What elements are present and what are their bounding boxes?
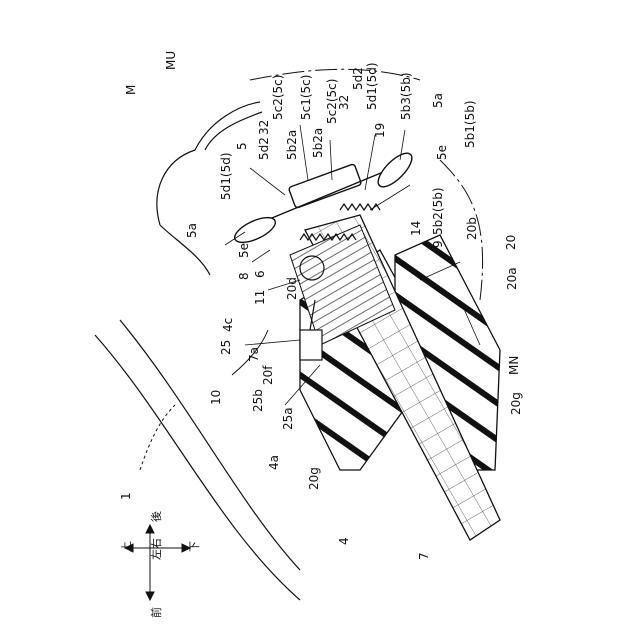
end-piece-5a-right [373,148,417,192]
label-25a: 25a [281,407,295,430]
label-20g-right: 20g [509,392,523,415]
label-6: 6 [253,270,267,278]
label-5d2-right: 5d2 [351,67,365,90]
direction-down: 下 [188,541,201,552]
label-5b2a-left: 5b2a [285,130,299,160]
label-5c2-left: 5c2(5c) [271,75,285,120]
label-20f: 20f [261,365,275,385]
label-8: 8 [237,272,251,280]
label-11: 11 [253,290,267,305]
label-5e-right: 5e [435,145,449,160]
label-4: 4 [337,537,351,545]
label-10: 10 [209,390,223,405]
label-5b3: 5b3(5b) [399,72,413,120]
label-20d: 20d [285,277,299,300]
label-5d1-right: 5d1(5d) [365,62,379,110]
arrow-1 [140,405,175,470]
label-4c: 4c [221,318,235,332]
label-20b: 20b [465,217,479,240]
label-5: 5 [235,142,249,150]
label-5b2: 5b2(5b) [431,187,445,235]
direction-rear: 後 [149,511,163,522]
label-25: 25 [219,340,233,355]
label-5d1-left: 5d1(5d) [219,152,233,200]
label-5a-right: 5a [431,93,445,108]
label-7: 7 [417,552,431,560]
label-19: 19 [373,123,387,138]
spring-coil-5c [340,204,380,210]
label-M: M [124,85,138,95]
label-1: 1 [119,492,133,500]
label-5c1: 5c1(5c) [299,75,313,120]
direction-front: 前 [149,607,163,618]
label-5b2a-right: 5b2a [311,128,325,158]
label-5d2-left: 5d2 [257,137,271,160]
label-20g-left: 20g [307,467,321,490]
label-14: 14 [409,221,423,236]
knob-11 [300,256,324,280]
label-25b: 25b [251,389,265,412]
direction-indicator [125,525,190,600]
label-9: 9 [431,240,445,248]
label-5b1: 5b1(5b) [463,100,477,148]
label-20: 20 [504,235,518,250]
end-piece-5a-left [231,213,278,248]
direction-up: 上 [120,541,133,552]
adjuster-25 [300,330,322,360]
label-5a-left: 5a [185,223,199,238]
label-5e-left: 5e [237,243,251,258]
label-MU: MU [164,51,178,70]
direction-left-right: 左右 [149,538,163,560]
label-32-right: 32 [337,95,351,110]
label-MN: MN [507,356,521,375]
label-20a: 20a [505,267,519,290]
label-7a: 7a [247,347,261,362]
direction-labels: 上 下 前 後 左右 [120,511,201,618]
label-32-left: 32 [257,120,271,135]
label-4a: 4a [267,455,281,470]
